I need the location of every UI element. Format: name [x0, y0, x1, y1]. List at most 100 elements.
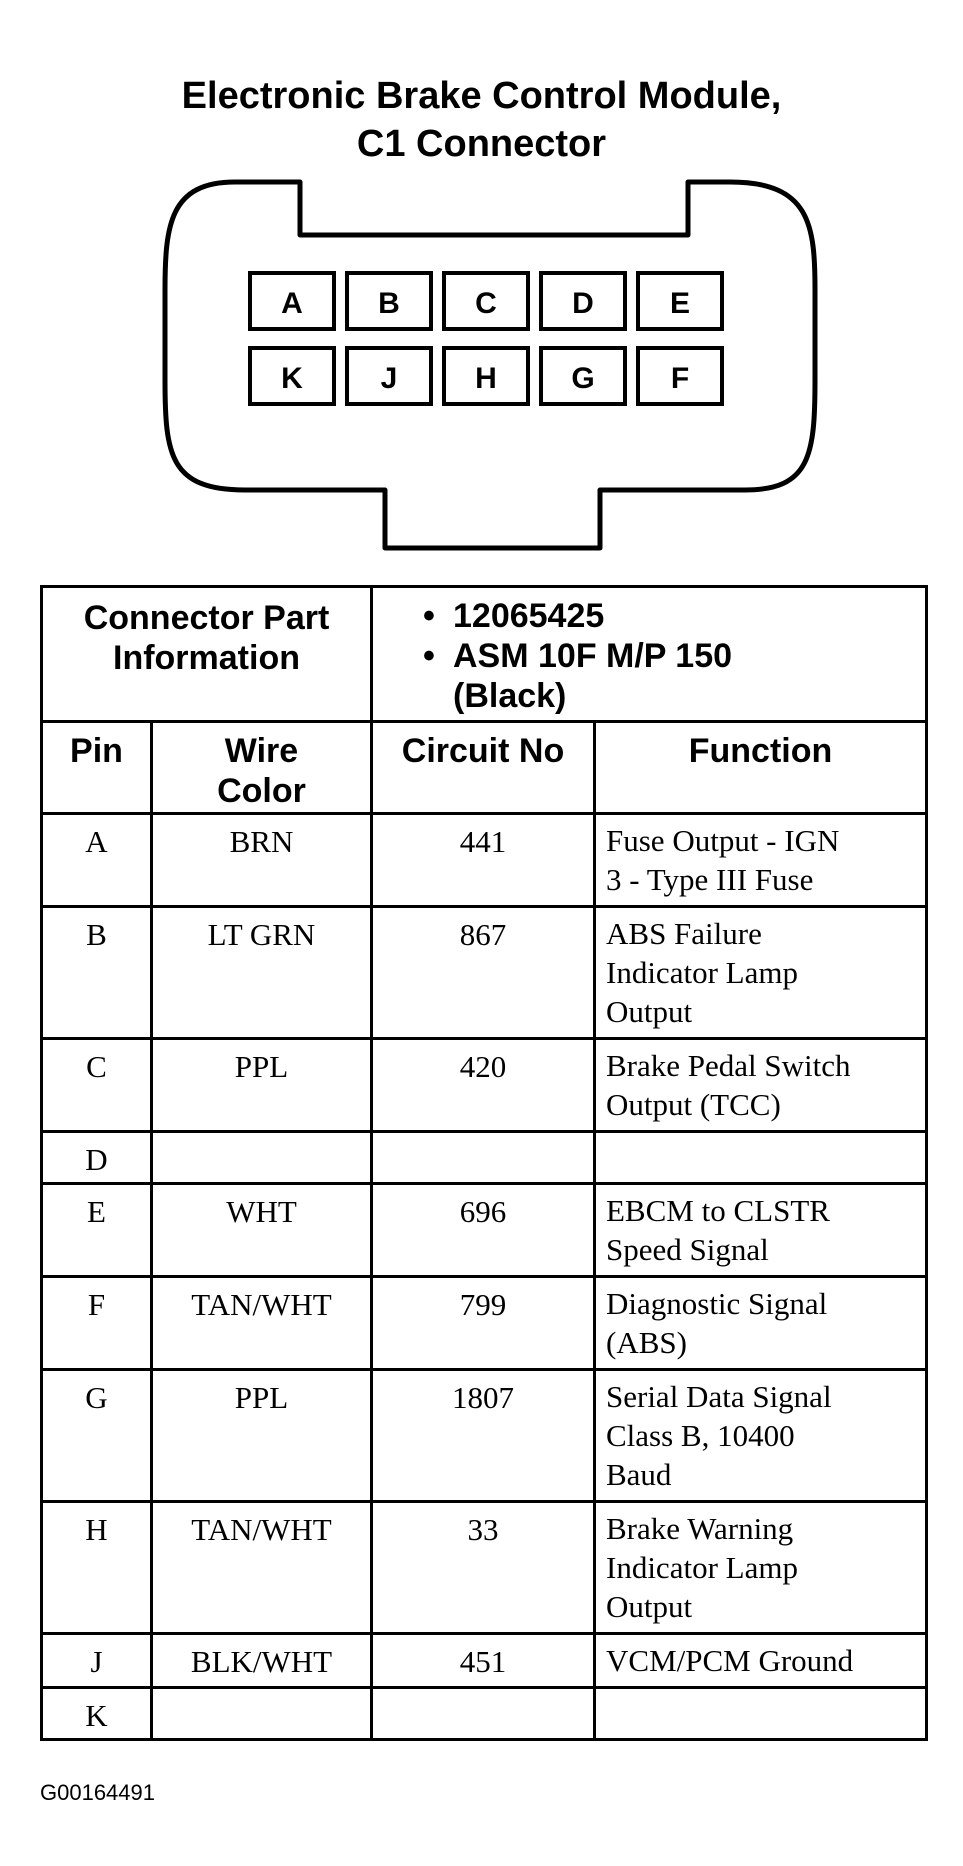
- pin-label-b: B: [378, 287, 400, 320]
- pin-cell: D: [40, 1130, 153, 1185]
- pin-cell: E: [40, 1182, 153, 1278]
- pin-row-d: D: [40, 1130, 929, 1185]
- function-cell: Fuse Output - IGN 3 - Type III Fuse: [592, 812, 929, 908]
- assembly-spec: • ASM 10F M/P 150: [423, 636, 925, 676]
- wire-color-cell: WHT: [150, 1182, 373, 1278]
- function-line: Class B, 10400: [606, 1418, 795, 1453]
- pin-cavity-b: [345, 271, 433, 331]
- function-line: 3 - Type III Fuse: [606, 862, 814, 897]
- col-header-function: Function: [592, 720, 929, 815]
- function-line: Indicator Lamp: [606, 1550, 798, 1585]
- pin-cell: K: [40, 1686, 153, 1741]
- circuit-no-cell: 799: [370, 1275, 596, 1371]
- pin-cavity-c: [442, 271, 530, 331]
- function-line: Output: [606, 1589, 693, 1624]
- pin-label-k: K: [281, 362, 303, 395]
- pin-cavity-j: [345, 346, 433, 406]
- pin-cell: F: [40, 1275, 153, 1371]
- column-header-row: Pin Wire Color Circuit No Function: [40, 720, 929, 815]
- wire-color-cell: TAN/WHT: [150, 1500, 373, 1635]
- function-line: Fuse Output - IGN: [606, 823, 840, 858]
- pinout-table: Connector Part Information • 12065425 • …: [40, 585, 929, 1741]
- col-header-wire-line-1: Wire: [224, 732, 299, 770]
- circuit-no-cell: 420: [370, 1037, 596, 1133]
- pin-cavity-e: [636, 271, 724, 331]
- pin-label-d: D: [572, 287, 594, 320]
- pin-label-e: E: [670, 287, 690, 320]
- figure-id: G00164491: [40, 1780, 155, 1805]
- function-cell: Diagnostic Signal (ABS): [592, 1275, 929, 1371]
- wire-color-cell: [150, 1686, 373, 1741]
- wire-color-cell: [150, 1130, 373, 1185]
- wire-color-cell: PPL: [150, 1037, 373, 1133]
- part-info-label-line-2: Information: [113, 639, 300, 677]
- col-header-pin: Pin: [40, 720, 153, 815]
- function-line: Output: [606, 994, 693, 1029]
- function-line: VCM/PCM Ground: [606, 1643, 854, 1678]
- col-header-wire-line-2: Color: [217, 772, 306, 810]
- pin-cell: B: [40, 905, 153, 1040]
- pin-label-f: F: [671, 362, 689, 395]
- part-number: • 12065425: [423, 596, 925, 636]
- pin-cavity-f: [636, 346, 724, 406]
- circuit-no-cell: 441: [370, 812, 596, 908]
- function-line: Diagnostic Signal: [606, 1286, 828, 1321]
- function-line: Indicator Lamp: [606, 955, 798, 990]
- part-info-values: • 12065425 • ASM 10F M/P 150 (Black): [369, 585, 929, 723]
- diagram-title: Electronic Brake Control Module, C1 Conn…: [0, 72, 963, 168]
- function-line: (ABS): [606, 1325, 687, 1360]
- function-line: Serial Data Signal: [606, 1379, 832, 1414]
- function-line: Baud: [606, 1457, 672, 1492]
- title-line-1: Electronic Brake Control Module,: [181, 75, 782, 117]
- function-line: Brake Warning: [606, 1511, 794, 1546]
- pin-cell: C: [40, 1037, 153, 1133]
- part-info-label: Connector Part Information: [40, 585, 373, 723]
- connector-color-value: (Black): [453, 677, 567, 715]
- pin-label-j: J: [381, 362, 398, 395]
- function-cell: [592, 1130, 929, 1185]
- pin-cavity-k: [248, 346, 336, 406]
- pin-cavity-g: [539, 346, 627, 406]
- pin-label-h: H: [475, 362, 497, 395]
- bullet-dot: •: [423, 597, 435, 635]
- part-info-label-line-1: Connector Part: [83, 599, 330, 637]
- circuit-no-cell: 696: [370, 1182, 596, 1278]
- title-line-2: C1 Connector: [356, 123, 607, 165]
- function-line: Brake Pedal Switch: [606, 1048, 851, 1083]
- circuit-no-cell: 867: [370, 905, 596, 1040]
- wire-color-cell: TAN/WHT: [150, 1275, 373, 1371]
- pin-cell: G: [40, 1368, 153, 1503]
- pin-label-c: C: [475, 287, 497, 320]
- assembly-spec-value: ASM 10F M/P 150: [453, 637, 733, 675]
- part-number-value: 12065425: [453, 597, 605, 635]
- circuit-no-cell: [370, 1686, 596, 1741]
- function-line: Output (TCC): [606, 1087, 781, 1122]
- function-cell: VCM/PCM Ground: [592, 1632, 929, 1689]
- connector-outline: [162, 179, 818, 551]
- pin-cavity-h: [442, 346, 530, 406]
- wire-color-cell: LT GRN: [150, 905, 373, 1040]
- pin-row-k: K: [40, 1686, 929, 1741]
- pin-cavity-d: [539, 271, 627, 331]
- circuit-no-cell: 451: [370, 1632, 596, 1689]
- connector-color: (Black): [423, 676, 925, 716]
- wire-color-cell: BLK/WHT: [150, 1632, 373, 1689]
- function-line: ABS Failure: [606, 916, 762, 951]
- function-line: EBCM to CLSTR: [606, 1193, 830, 1228]
- circuit-no-cell: 1807: [370, 1368, 596, 1503]
- bullet-dot: •: [423, 637, 435, 675]
- circuit-no-cell: [370, 1130, 596, 1185]
